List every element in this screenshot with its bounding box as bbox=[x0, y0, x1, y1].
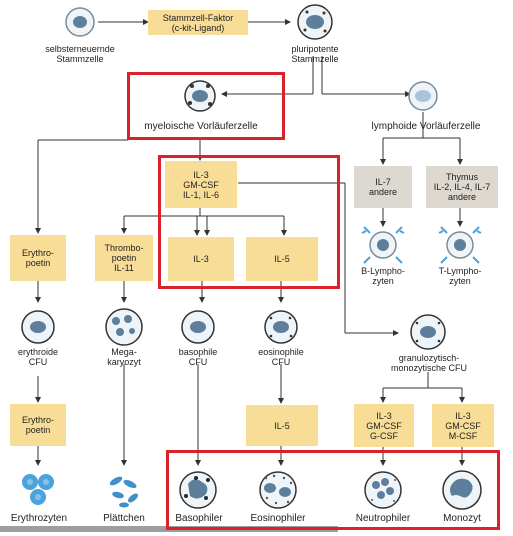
mature-cells-highlight-frame bbox=[166, 450, 500, 530]
il3-gcsf-box: IL-3 GM-CSF G-CSF bbox=[354, 404, 414, 447]
il5-box-bottom: IL-5 bbox=[246, 405, 318, 446]
self-renewing-stem-cell-label: selbsterneuernde Stammzelle bbox=[45, 44, 115, 64]
lymphoid-progenitor-icon bbox=[408, 81, 438, 111]
erythrocyte-icon bbox=[22, 474, 54, 505]
eosinophil-icon bbox=[259, 471, 297, 509]
pluripotent-stem-cell-icon bbox=[297, 4, 333, 40]
basophil-cfu-icon bbox=[181, 310, 215, 344]
platelet-icon bbox=[109, 476, 138, 508]
eosinophils-label: Eosinophiler bbox=[250, 513, 306, 524]
il3-box: IL-3 bbox=[168, 237, 234, 281]
megakaryocyte-icon bbox=[105, 308, 143, 346]
b-lymphocyte-icon bbox=[361, 226, 405, 264]
il5-box-top: IL-5 bbox=[246, 237, 318, 281]
self-renewing-stem-cell-icon bbox=[65, 7, 95, 37]
erythropoetin-box-top: Erythro- poetin bbox=[10, 235, 66, 281]
thrombopoetin-box: Thrombo- poetin IL-11 bbox=[95, 235, 153, 281]
lymphoid-progenitor-label: lymphoide Vorläuferzelle bbox=[371, 121, 481, 132]
t-lymphocytes-label: T-Lympho- zyten bbox=[438, 266, 482, 286]
monocyte-label: Monozyt bbox=[443, 513, 481, 524]
neutrophils-label: Neutrophiler bbox=[355, 513, 411, 524]
b-lymphocytes-label: B-Lympho- zyten bbox=[361, 266, 405, 286]
granulo-mono-cfu-label: granulozytisch- monozytische CFU bbox=[390, 353, 468, 373]
platelets-label: Plättchen bbox=[103, 513, 145, 524]
erythroid-cfu-icon bbox=[21, 310, 55, 344]
t-lymphocyte-icon bbox=[438, 226, 482, 264]
il3-mcsf-box: IL-3 GM-CSF M-CSF bbox=[432, 404, 494, 447]
stem-cell-factor-box: Stammzell-Faktor (c-kit-Ligand) bbox=[148, 10, 248, 35]
basophil-cfu-label: basophile CFU bbox=[178, 347, 218, 367]
basophils-label: Basophiler bbox=[175, 513, 223, 524]
il7-box: IL-7 andere bbox=[354, 166, 412, 208]
granulo-mono-cfu-icon bbox=[410, 314, 446, 350]
myeloid-highlight-frame bbox=[127, 72, 285, 140]
eosinophil-cfu-icon bbox=[264, 310, 298, 344]
monocyte-icon bbox=[442, 470, 482, 510]
basophil-icon bbox=[179, 471, 217, 509]
erythropoetin-box-bottom: Erythro- poetin bbox=[10, 404, 66, 446]
thymus-box: Thymus IL-2, IL-4, IL-7 andere bbox=[426, 166, 498, 208]
neutrophil-icon bbox=[364, 471, 402, 509]
eosinophil-cfu-label: eosinophile CFU bbox=[258, 347, 304, 367]
myeloid-progenitor-icon bbox=[184, 80, 216, 112]
il-factors-highlight-frame bbox=[158, 155, 340, 289]
myeloid-progenitor-label: myeloische Vorläuferzelle bbox=[144, 121, 258, 132]
megakaryocyte-label: Mega- karyozyt bbox=[107, 347, 141, 367]
erythrocytes-label: Erythrozyten bbox=[10, 513, 68, 524]
pluripotent-stem-cell-label: pluripotente Stammzelle bbox=[291, 44, 339, 64]
erythroid-cfu-label: erythroide CFU bbox=[17, 347, 59, 367]
il3-gmcsf-box: IL-3 GM-CSF IL-1, IL-6 bbox=[165, 161, 237, 208]
